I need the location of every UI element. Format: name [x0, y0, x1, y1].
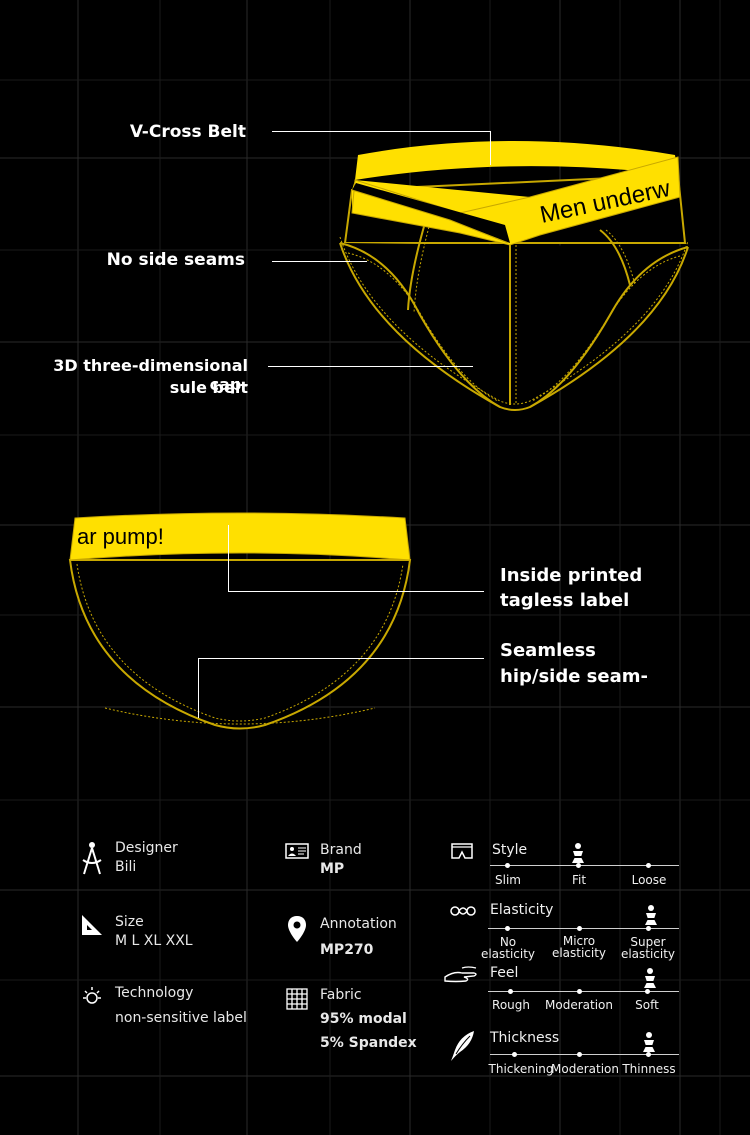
- v-cross-leader-line: [272, 131, 490, 132]
- seamless-leader-line: [198, 658, 484, 659]
- technology-value: non-sensitive label: [115, 1010, 247, 1026]
- annotation-label: Annotation: [320, 916, 397, 932]
- fabric-label: Fabric: [320, 987, 362, 1003]
- size-label: Size: [115, 914, 144, 930]
- elasticity-label-2b: elasticity: [551, 946, 607, 960]
- size-value: M L XL XXL: [115, 933, 193, 949]
- style-selected-marker-icon: [571, 843, 585, 863]
- brief-back-illustration: ar pump!: [68, 512, 412, 730]
- designer-value: Bili: [115, 859, 137, 875]
- fabric-value-2: 5% Spandex: [320, 1035, 417, 1051]
- elasticity-scale-bar: [488, 928, 679, 929]
- elasticity-label-3b: elasticity: [620, 947, 676, 961]
- feel-scale: Feel Rough Moderation Soft: [488, 965, 680, 1015]
- feel-scale-dot-1: [508, 989, 513, 994]
- set-square-icon: [82, 915, 102, 935]
- fabric-value-1: 95% modal: [320, 1011, 407, 1027]
- inside-label-callout-line2: tagless label: [500, 590, 630, 611]
- inside-label-leader-line: [228, 591, 484, 592]
- technology-spec: Technology non-sensitive label: [115, 984, 247, 1028]
- fabric-spec: Fabric 95% modal 5% Spandex: [320, 986, 417, 1053]
- inside-label-callout-line1: Inside printed: [500, 565, 643, 586]
- hand-touch-icon: [444, 966, 477, 983]
- elasticity-scale-dot-1: [505, 926, 510, 931]
- compass-icon: [82, 842, 102, 875]
- no-side-seams-callout: No side seams: [106, 250, 245, 270]
- briefs-icon: [451, 843, 473, 859]
- inside-label-leader-drop: [228, 525, 229, 592]
- feel-scale-dot-2: [577, 989, 582, 994]
- thickness-scale-label-2: Moderation: [551, 1062, 619, 1076]
- grid-icon: [286, 988, 308, 1010]
- elasticity-label-1b: elasticity: [480, 947, 536, 961]
- stretch-icon: [450, 906, 476, 916]
- thickness-scale: Thickness Thickening Moderation Thinness: [488, 1030, 680, 1080]
- technology-label: Technology: [115, 985, 194, 1001]
- elasticity-scale-dot-3: [646, 926, 651, 931]
- feel-scale-label-3: Soft: [635, 998, 659, 1012]
- style-scale: Style Slim Fit Loose: [490, 840, 680, 890]
- thickness-selected-marker-icon: [642, 1032, 656, 1052]
- capsule-belt-callout-line2: sule belt: [169, 378, 248, 397]
- elasticity-scale-title: Elasticity: [490, 902, 554, 918]
- location-pin-icon: [288, 916, 306, 942]
- style-scale-label-1: Slim: [495, 873, 521, 887]
- sun-icon: [83, 987, 101, 1004]
- elasticity-selected-marker-icon: [644, 905, 658, 925]
- no-side-leader-line: [272, 261, 367, 262]
- style-scale-title: Style: [492, 842, 528, 858]
- elasticity-label-1a: No: [499, 935, 517, 949]
- feel-scale-title: Feel: [490, 965, 519, 981]
- size-spec: Size M L XL XXL: [115, 913, 193, 951]
- elasticity-label-3a: Super: [630, 935, 666, 949]
- waistband-back-text: ar pump!: [77, 524, 164, 549]
- v-cross-callout: V-Cross Belt: [129, 122, 246, 142]
- thickness-scale-label-1: Thickening: [488, 1062, 554, 1076]
- seamless-callout-line1: Seamless: [500, 640, 596, 661]
- style-scale-dot-1: [505, 863, 510, 868]
- style-scale-dot-2: [576, 863, 581, 868]
- feel-scale-label-2: Moderation: [545, 998, 613, 1012]
- feather-icon: [451, 1031, 474, 1061]
- capsule-belt-callout-line1: 3D three-dimensional cap-: [53, 356, 248, 394]
- designer-label: Designer: [115, 840, 178, 856]
- thickness-scale-dot-2: [577, 1052, 582, 1057]
- feel-scale-bar: [488, 991, 679, 992]
- thickness-scale-dot-3: [646, 1052, 651, 1057]
- brand-spec: Brand MP: [320, 841, 362, 879]
- thickness-scale-dot-1: [512, 1052, 517, 1057]
- id-card-icon: [285, 843, 309, 859]
- style-scale-bar: [490, 865, 679, 866]
- thickness-scale-title: Thickness: [490, 1030, 560, 1046]
- annotation-spec: Annotation MP270: [320, 915, 397, 960]
- feel-scale-dot-3: [645, 989, 650, 994]
- brief-front-illustration: Men underw: [339, 141, 689, 411]
- seamless-leader-drop: [198, 658, 199, 718]
- designer-spec: Designer Bili: [115, 839, 178, 877]
- brand-label: Brand: [320, 842, 362, 858]
- feel-selected-marker-icon: [643, 968, 657, 988]
- brand-value: MP: [320, 861, 345, 877]
- elasticity-scale-dot-2: [577, 926, 582, 931]
- annotation-value: MP270: [320, 942, 374, 958]
- seamless-callout-line2: hip/side seam-: [500, 666, 648, 687]
- style-scale-label-3: Loose: [631, 873, 667, 887]
- thickness-scale-label-3: Thinness: [622, 1062, 676, 1076]
- capsule-leader-line: [268, 366, 473, 367]
- feel-scale-label-1: Rough: [492, 998, 530, 1012]
- style-scale-dot-3: [646, 863, 651, 868]
- thickness-scale-bar: [490, 1054, 679, 1055]
- v-cross-leader-drop: [490, 131, 491, 165]
- elasticity-label-2a: Micro: [562, 934, 596, 948]
- style-scale-label-2: Fit: [571, 873, 587, 887]
